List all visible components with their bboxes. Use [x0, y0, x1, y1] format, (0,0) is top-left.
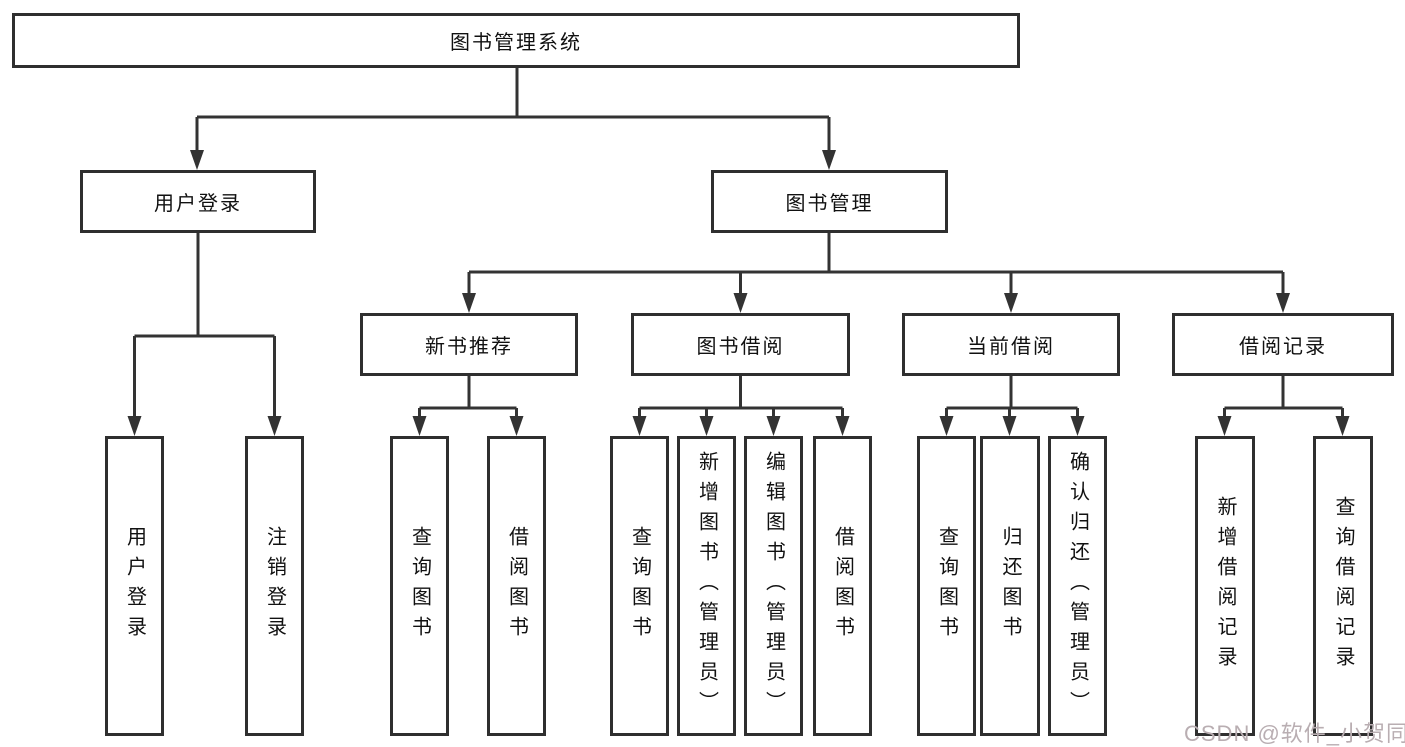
- edges-book-management-to-modules: [462, 233, 1290, 313]
- node-borrow-records: 借阅记录: [1172, 313, 1394, 376]
- leaf-add-books-admin: 新增图书（管理员）: [677, 436, 736, 736]
- node-label: 查询借阅记录: [1332, 496, 1354, 676]
- node-label: 借阅记录: [1239, 336, 1327, 358]
- node-label: 查询图书: [628, 526, 651, 646]
- leaf-add-borrow-record: 新增借阅记录: [1195, 436, 1255, 736]
- edges-new-book-recommend-to-leaves: [412, 376, 524, 436]
- leaf-user-login: 用户登录: [105, 436, 164, 736]
- leaf-query-borrow-record: 查询借阅记录: [1313, 436, 1373, 736]
- node-label: 编辑图书（管理员）: [762, 451, 785, 721]
- edges-current-borrowing-to-leaves: [939, 376, 1085, 436]
- leaf-edit-books-admin: 编辑图书（管理员）: [744, 436, 803, 736]
- leaf-logout: 注销登录: [245, 436, 304, 736]
- edges-root-to-level1: [190, 68, 836, 170]
- node-root-system: 图书管理系统: [12, 13, 1020, 68]
- node-label: 归还图书: [999, 526, 1021, 646]
- leaf-borrow-books-recommend: 借阅图书: [487, 436, 546, 736]
- node-label: 用户登录: [123, 526, 146, 646]
- node-label: 图书管理系统: [450, 32, 582, 54]
- node-label: 查询图书: [408, 526, 431, 646]
- node-label: 借阅图书: [831, 526, 854, 646]
- node-book-management: 图书管理: [711, 170, 948, 233]
- node-label: 新增借阅记录: [1214, 496, 1236, 676]
- node-label: 新增图书（管理员）: [695, 451, 718, 721]
- edges-user-login-to-leaves: [127, 233, 282, 436]
- node-current-borrowing: 当前借阅: [902, 313, 1120, 376]
- node-book-borrowing: 图书借阅: [631, 313, 850, 376]
- node-label: 查询图书: [935, 526, 958, 646]
- node-label: 注销登录: [263, 526, 286, 646]
- node-label: 图书借阅: [696, 336, 785, 358]
- watermark: CSDN @软件_小贺同学: [1184, 721, 1405, 746]
- node-label: 新书推荐: [425, 336, 513, 358]
- leaf-confirm-return-admin: 确认归还（管理员）: [1048, 436, 1107, 736]
- leaf-return-books: 归还图书: [980, 436, 1040, 736]
- node-label: 用户登录: [154, 193, 242, 215]
- node-label: 图书管理: [785, 193, 874, 215]
- edges-book-borrowing-to-leaves: [632, 376, 850, 436]
- leaf-borrow-books: 借阅图书: [813, 436, 872, 736]
- node-user-login: 用户登录: [80, 170, 316, 233]
- leaf-query-books-borrowing: 查询图书: [610, 436, 669, 736]
- node-new-book-recommend: 新书推荐: [360, 313, 578, 376]
- edges-borrow-records-to-leaves: [1217, 376, 1350, 436]
- leaf-query-books-current: 查询图书: [917, 436, 976, 736]
- leaf-query-books-recommend: 查询图书: [390, 436, 449, 736]
- node-label: 当前借阅: [967, 336, 1055, 358]
- node-label: 借阅图书: [505, 526, 528, 646]
- node-label: 确认归还（管理员）: [1066, 451, 1089, 721]
